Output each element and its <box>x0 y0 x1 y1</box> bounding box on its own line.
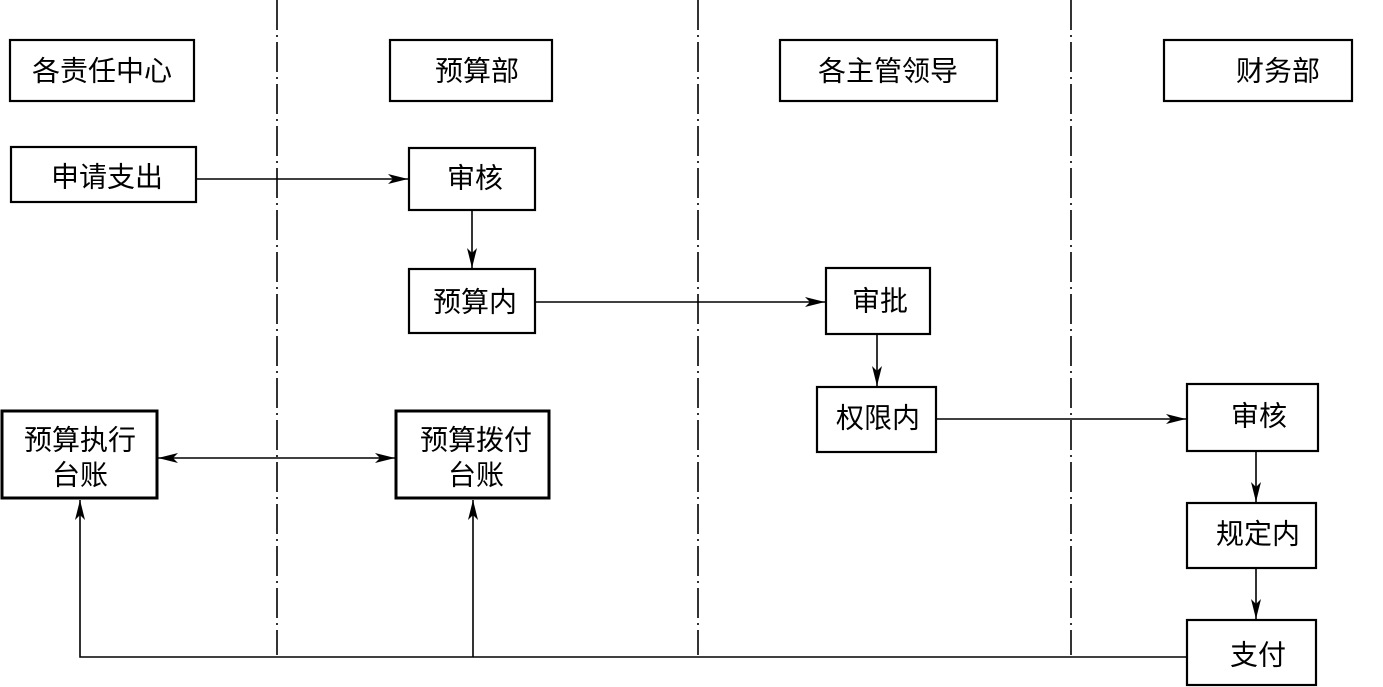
node-review-budget: 审核 <box>407 146 537 212</box>
node-within-authority: 权限内 <box>815 385 938 454</box>
lane-title-budget: 预算部 <box>435 55 519 88</box>
node-within-rules-label: 规定内 <box>1216 518 1300 551</box>
lane-header-centers: 各责任中心 <box>8 38 196 103</box>
node-apply: 申请支出 <box>9 145 198 204</box>
node-within-budget: 预算内 <box>407 267 537 335</box>
node-review-finance: 审核 <box>1185 382 1320 453</box>
node-within-authority-label: 权限内 <box>836 402 920 435</box>
lane-title-leaders: 各主管领导 <box>818 55 958 88</box>
node-exec-ledger-line2: 台账 <box>52 459 108 492</box>
node-alloc-ledger: 预算拨付 台账 <box>394 409 551 500</box>
node-alloc-ledger-line1: 预算拨付 <box>420 424 532 457</box>
lane-headers: 各责任中心 预算部 各主管领导 财务部 <box>8 38 1354 103</box>
node-review-finance-label: 审核 <box>1231 400 1287 433</box>
lane-title-centers: 各责任中心 <box>32 55 172 88</box>
edge-pay-feedback-to-exec-ledger <box>75 500 1187 658</box>
node-exec-ledger-line1: 预算执行 <box>24 424 136 457</box>
node-approve-label: 审批 <box>852 285 908 318</box>
lane-header-budget: 预算部 <box>388 38 554 103</box>
node-review-budget-label: 审核 <box>447 162 503 195</box>
lane-title-finance: 财务部 <box>1236 55 1320 88</box>
lane-header-leaders: 各主管领导 <box>778 38 999 103</box>
connectors <box>75 174 1261 658</box>
process-nodes: 申请支出 审核 预算内 审批 权限内 审核 规定内 支付 <box>0 145 1320 687</box>
node-exec-ledger: 预算执行 台账 <box>0 409 159 500</box>
node-alloc-ledger-line2: 台账 <box>448 459 504 492</box>
lane-separators <box>276 0 1072 655</box>
lane-header-finance: 财务部 <box>1162 38 1354 103</box>
node-pay-label: 支付 <box>1230 639 1286 672</box>
node-pay: 支付 <box>1185 618 1318 687</box>
node-within-rules: 规定内 <box>1185 501 1318 570</box>
node-approve: 审批 <box>824 266 932 336</box>
node-apply-label: 申请支出 <box>51 161 163 194</box>
node-within-budget-label: 预算内 <box>433 286 517 319</box>
